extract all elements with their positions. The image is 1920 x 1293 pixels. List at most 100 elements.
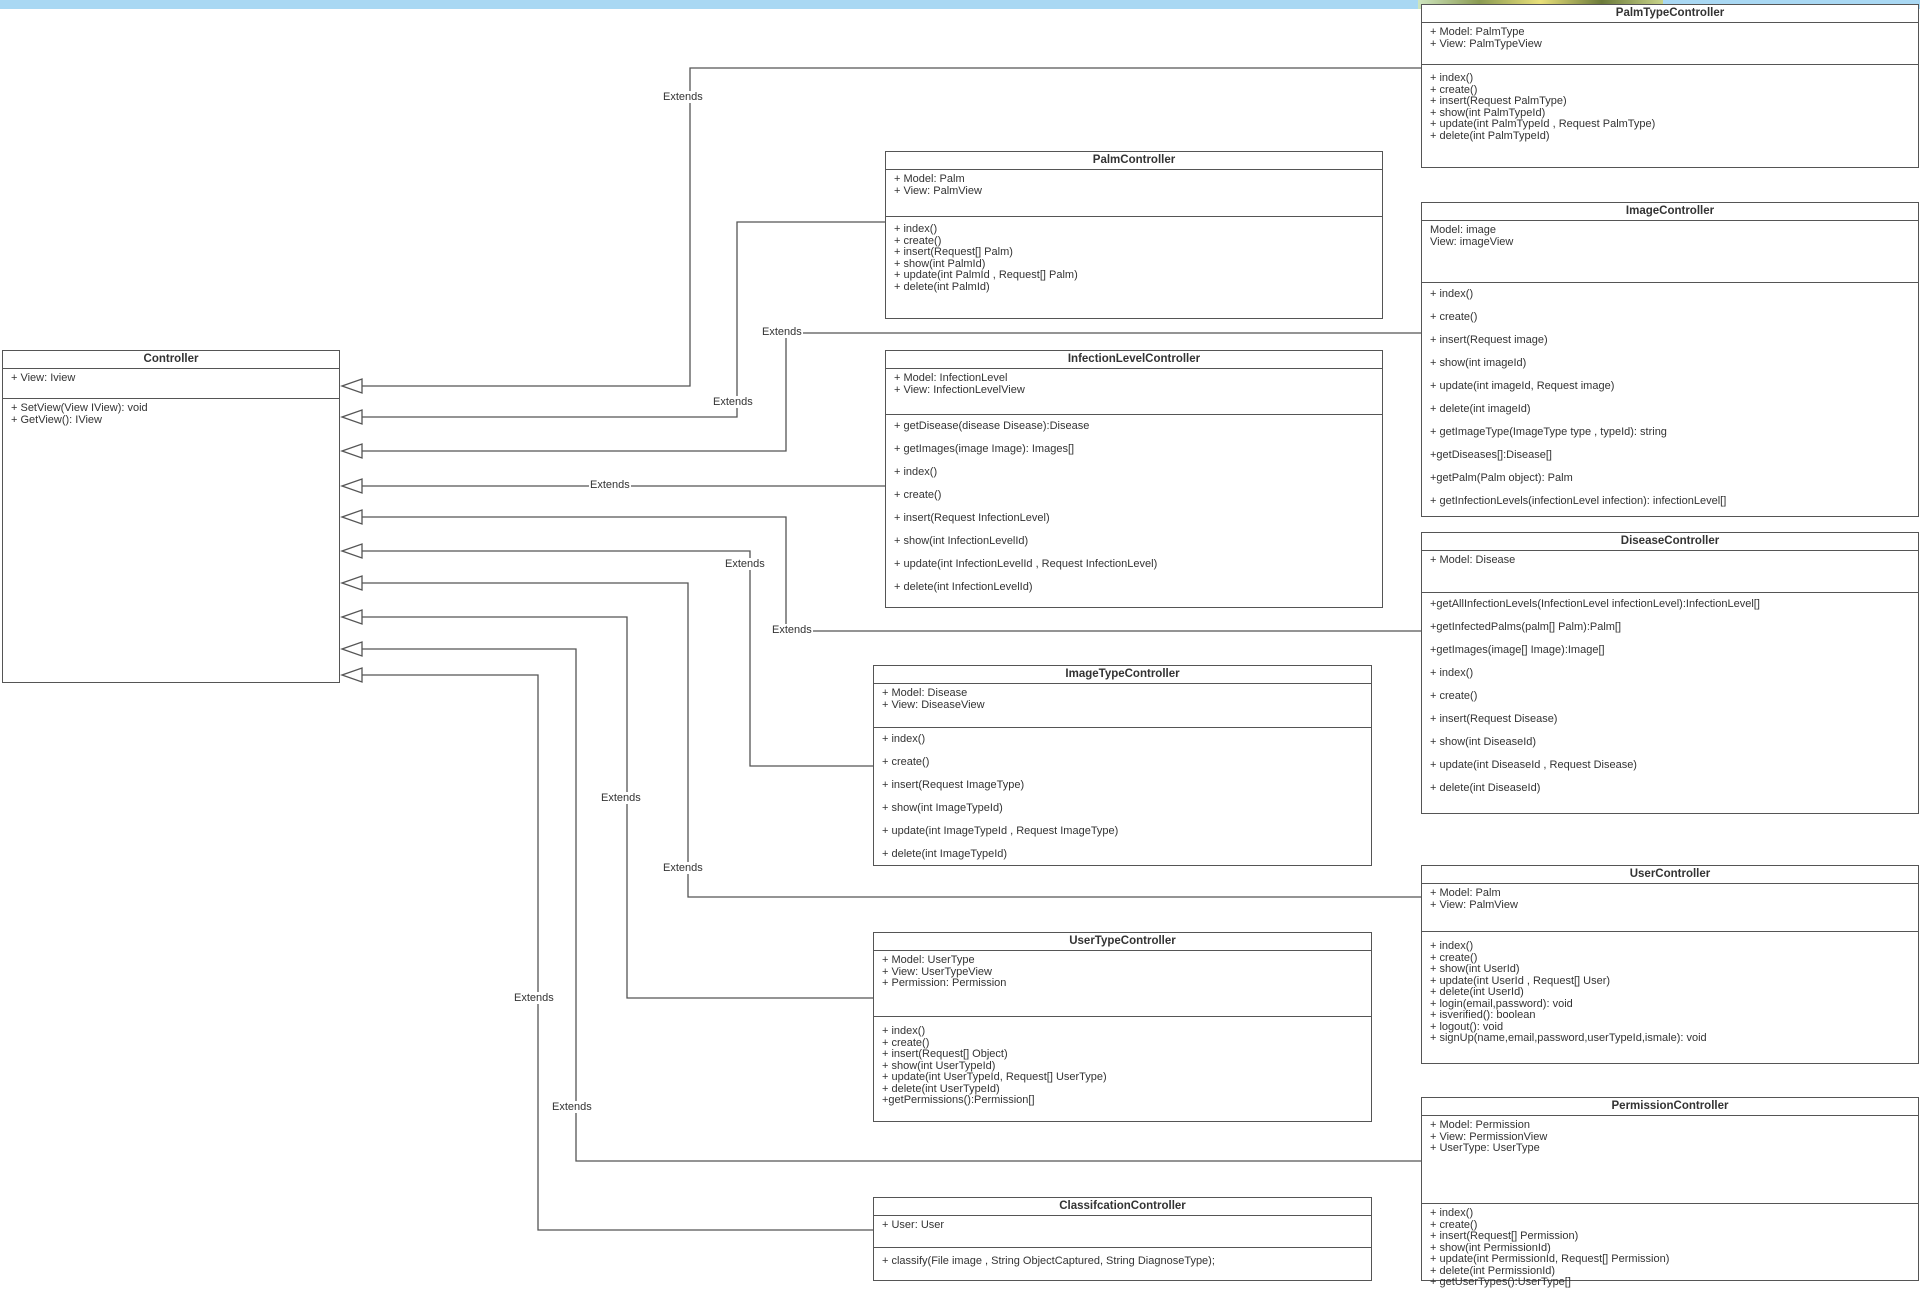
method: + getImages(image Image): Images[]: [894, 443, 1075, 455]
method: + delete(int PalmTypeId): [1430, 129, 1550, 142]
method: + insert(Request[] Object): [882, 1048, 1008, 1060]
extends-label: Extends: [761, 326, 803, 338]
class-controller: Controller + View: Iview + SetView(View …: [2, 350, 340, 683]
method: + update(int DiseaseId , Request Disease…: [1430, 759, 1637, 771]
class-permission-controller: PermissionController + Model: Permission…: [1421, 1097, 1919, 1288]
attribute: + Model: Palm: [894, 173, 965, 185]
inheritance-arrowhead: [340, 641, 363, 657]
attribute: + View: PermissionView: [1430, 1130, 1548, 1143]
method: + create(): [1430, 951, 1478, 964]
class-name: UserController: [1422, 866, 1918, 884]
method: + update(int InfectionLevelId , Request …: [894, 558, 1158, 570]
attribute: + User: User: [882, 1219, 945, 1231]
class-name: ImageTypeController: [874, 666, 1371, 684]
methods: +getAllInfectionLevels(InfectionLevel in…: [1422, 593, 1918, 804]
extends-label: Extends: [551, 1101, 593, 1113]
method: + index(): [894, 223, 938, 235]
inheritance-arrowhead: [340, 509, 363, 525]
inheritance-arrowhead: [340, 378, 363, 394]
method: + delete(int ImageTypeId): [882, 848, 1008, 860]
class-image-controller: ImageController Model: image View: image…: [1421, 202, 1919, 517]
attribute: Model: image: [1430, 224, 1497, 236]
method: + insert(Request PalmType): [1430, 95, 1567, 107]
method: + insert(Request Disease): [1430, 713, 1558, 725]
method: + create(): [882, 756, 930, 768]
methods: + getDisease(disease Disease):Disease + …: [886, 415, 1382, 603]
method: + insert(Request ImageType): [882, 779, 1025, 791]
attribute: + View: PalmView: [1430, 898, 1518, 911]
attribute: + Model: Permission: [1430, 1119, 1530, 1131]
method: + show(int imageId): [1430, 357, 1527, 369]
extends-label: Extends: [589, 479, 631, 491]
method: + insert(Request[] Permission): [1430, 1230, 1579, 1242]
method: + logout(): void: [1430, 1020, 1504, 1033]
method: + update(int PalmId , Request[] Palm): [894, 269, 1078, 281]
connector-user: [358, 582, 1421, 898]
extends-label: Extends: [712, 396, 754, 408]
method: +getDiseases[]:Disease[]: [1430, 449, 1552, 461]
methods: + index() + create() + insert(Request[] …: [886, 217, 1382, 297]
methods: + index() + create() + show(int UserId) …: [1422, 932, 1918, 1049]
class-palm-controller: PalmController + Model: Palm + View: Pal…: [885, 151, 1383, 319]
attributes: + Model: Permission + View: PermissionVi…: [1422, 1116, 1918, 1204]
attribute: + View: Iview: [11, 372, 76, 384]
connector-permission: [358, 648, 1421, 1162]
method: + create(): [1430, 1218, 1478, 1231]
method: + classify(File image , String ObjectCap…: [882, 1255, 1215, 1267]
class-user-type-controller: UserTypeController + Model: UserType + V…: [873, 932, 1372, 1122]
method: + index(): [1430, 667, 1474, 679]
attributes: + Model: Palm + View: PalmView: [886, 170, 1382, 217]
method: +getInfectedPalms(palm[] Palm):Palm[]: [1430, 621, 1622, 633]
connector-user-type: [358, 616, 873, 999]
method: + create(): [1430, 690, 1478, 702]
method: + index(): [882, 1025, 926, 1037]
class-name: InfectionLevelController: [886, 351, 1382, 369]
attributes: + Model: Disease: [1422, 551, 1918, 593]
inheritance-arrowhead: [340, 543, 363, 559]
method: + show(int PermissionId): [1430, 1241, 1551, 1254]
method: + show(int UserId): [1430, 963, 1520, 975]
inheritance-arrowhead: [340, 409, 363, 425]
attributes: + Model: Disease + View: DiseaseView: [874, 684, 1371, 728]
class-name: PermissionController: [1422, 1098, 1918, 1116]
method: + index(): [1430, 940, 1474, 952]
attributes: + Model: InfectionLevel + View: Infectio…: [886, 369, 1382, 415]
attribute: + View: InfectionLevelView: [894, 383, 1025, 396]
class-image-type-controller: ImageTypeController + Model: Disease + V…: [873, 665, 1372, 866]
method: +getPermissions():Permission[]: [882, 1094, 1035, 1106]
method: + create(): [1430, 311, 1478, 323]
method: + delete(int imageId): [1430, 403, 1531, 415]
method: + update(int PalmTypeId , Request PalmTy…: [1430, 118, 1656, 130]
attributes: + View: Iview: [3, 369, 339, 399]
class-palm-type-controller: PalmTypeController + Model: PalmType + V…: [1421, 4, 1919, 168]
attribute: + View: UserTypeView: [882, 965, 992, 978]
method: + insert(Request image): [1430, 334, 1548, 346]
extends-label: Extends: [600, 792, 642, 804]
inheritance-arrowhead: [340, 609, 363, 625]
attribute: + Model: InfectionLevel: [894, 372, 1008, 384]
attribute: + Model: UserType: [882, 954, 975, 966]
method: + GetView(): IView: [11, 413, 102, 426]
method: + getImageType(ImageType type , typeId):…: [1430, 426, 1667, 438]
method: + index(): [882, 733, 926, 745]
method: + show(int DiseaseId): [1430, 736, 1537, 748]
method: + show(int PalmId): [894, 257, 986, 270]
method: +getAllInfectionLevels(InfectionLevel in…: [1430, 598, 1760, 610]
method: + index(): [1430, 1207, 1474, 1219]
attribute: + Model: Disease: [882, 687, 968, 699]
methods: + index() + create() + insert(Request[] …: [1422, 1204, 1918, 1293]
attribute: + View: PalmTypeView: [1430, 37, 1542, 50]
attribute: View: imageView: [1430, 235, 1514, 248]
method: + delete(int PermissionId): [1430, 1264, 1556, 1277]
extends-label: Extends: [662, 862, 704, 874]
attributes: + User: User: [874, 1216, 1371, 1248]
class-name: ImageController: [1422, 203, 1918, 221]
method: + update(int PermissionId, Request[] Per…: [1430, 1253, 1670, 1265]
method: +getPalm(Palm object): Palm: [1430, 472, 1573, 484]
extends-label: Extends: [662, 91, 704, 103]
class-name: UserTypeController: [874, 933, 1371, 951]
method: + isverified(): boolean: [1430, 1009, 1536, 1021]
attributes: + Model: PalmType + View: PalmTypeView: [1422, 23, 1918, 65]
inheritance-arrowhead: [340, 478, 363, 494]
